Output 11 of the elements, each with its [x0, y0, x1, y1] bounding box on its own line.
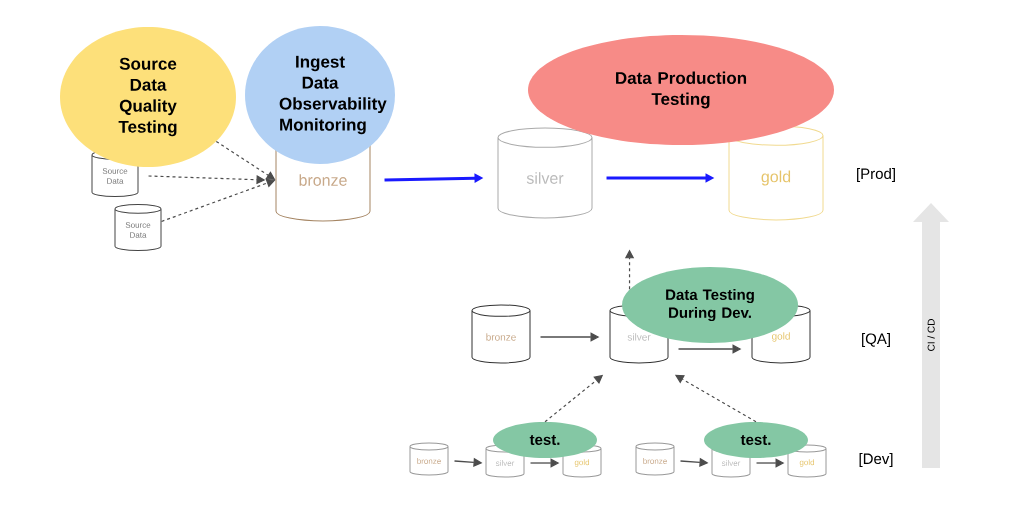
tier-label: [QA] — [862, 333, 890, 347]
tier-label: CI / CD — [927, 319, 935, 351]
tier-label: [Prod] — [857, 168, 895, 182]
database-cylinder: gold — [728, 125, 824, 221]
database-cylinder: bronze — [635, 442, 675, 476]
tier-label: [Dev] — [859, 453, 893, 467]
database-cylinder: gold — [787, 444, 827, 478]
database-cylinder: Source Data — [114, 204, 162, 252]
database-cylinder: bronze — [409, 442, 449, 476]
database-cylinder: bronze — [471, 304, 531, 364]
database-cylinder: silver — [497, 127, 593, 219]
